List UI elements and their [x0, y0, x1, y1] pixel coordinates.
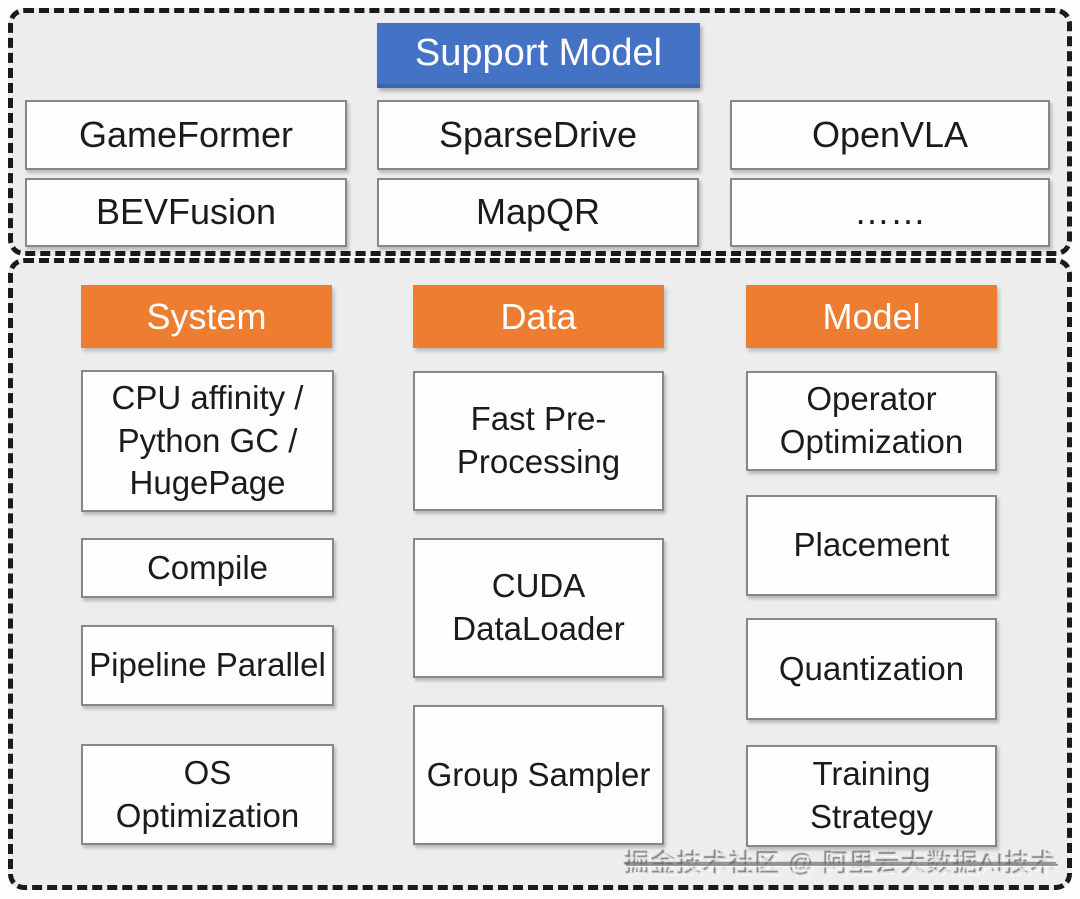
system-box-pipeline-parallel: Pipeline Parallel — [81, 625, 334, 706]
support-model-panel: Support Model GameFormer SparseDrive Ope… — [8, 8, 1072, 256]
watermark-text: 掘金技术社区 @ 阿里云大数据AI技术 — [626, 851, 1058, 879]
data-box-cuda-dataloader: CUDA DataLoader — [413, 538, 664, 678]
model-box-bevfusion: BEVFusion — [25, 178, 347, 247]
data-box-fast-preprocessing: Fast Pre-Processing — [413, 371, 664, 511]
system-box-compile: Compile — [81, 538, 334, 598]
model-box-gameformer: GameFormer — [25, 100, 347, 170]
optimization-panel: System Data Model CPU affinity / Python … — [8, 258, 1072, 890]
model-box-mapqr: MapQR — [377, 178, 699, 247]
model-box-sparsedrive: SparseDrive — [377, 100, 699, 170]
column-header-data: Data — [413, 285, 664, 348]
model-box-quantization: Quantization — [746, 618, 997, 720]
system-box-cpu-affinity: CPU affinity / Python GC / HugePage — [81, 370, 334, 512]
column-header-system: System — [81, 285, 332, 348]
model-box-operator-optimization: Operator Optimization — [746, 371, 997, 471]
system-box-os-optimization: OS Optimization — [81, 744, 334, 845]
data-box-group-sampler: Group Sampler — [413, 705, 664, 845]
support-model-header: Support Model — [377, 23, 700, 88]
model-box-training-strategy: Training Strategy — [746, 745, 997, 847]
model-box-openvla: OpenVLA — [730, 100, 1050, 170]
model-box-ellipsis: …… — [730, 178, 1050, 247]
column-header-model: Model — [746, 285, 997, 348]
model-box-placement: Placement — [746, 495, 997, 596]
